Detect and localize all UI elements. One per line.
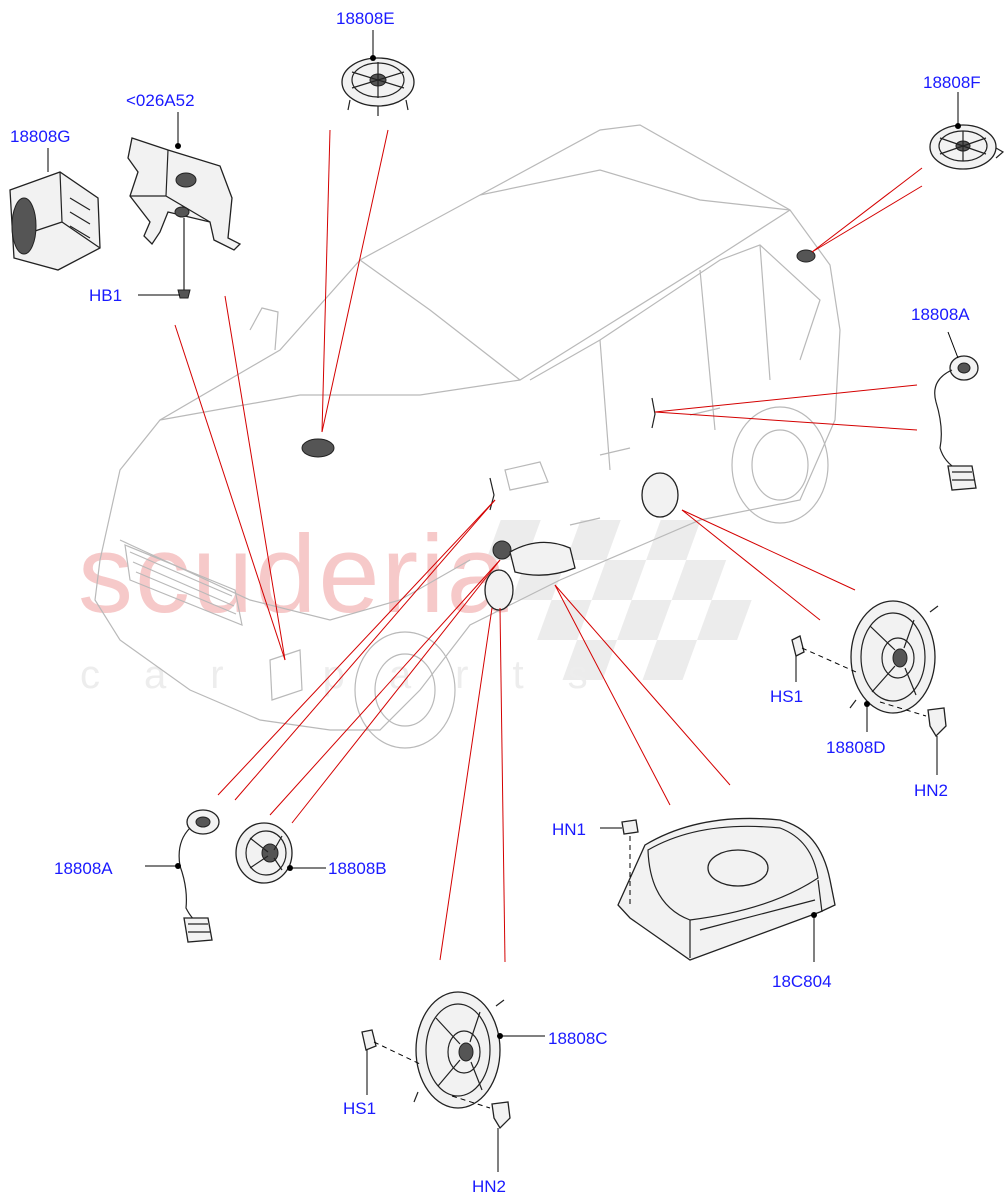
label-18808D: 18808D	[826, 738, 886, 757]
label-HN2-right: HN2	[914, 781, 948, 800]
tweeter-18808A-left	[145, 809, 220, 943]
subwoofer-installed	[509, 541, 576, 576]
label-026A52: <026A52	[126, 91, 195, 110]
tweeter-18808A-right	[934, 331, 979, 491]
watermark-brand: scuderia	[78, 513, 510, 636]
label-HN2-bottom: HN2	[472, 1177, 506, 1196]
label-HS1-right: HS1	[770, 687, 803, 706]
screw-HS1-bottom	[361, 1029, 421, 1095]
vehicle-outline	[94, 124, 841, 749]
nut-HN2-right	[879, 701, 947, 775]
front-door-woofer-installed	[484, 569, 514, 611]
dash-speaker-installed	[301, 438, 335, 458]
callout-dot	[370, 55, 376, 61]
in-vehicle-parts	[301, 249, 816, 611]
label-HN1: HN1	[552, 820, 586, 839]
nut-HN1	[600, 819, 639, 905]
label-18808A-left: 18808A	[54, 859, 113, 878]
leader-lines	[174, 129, 923, 963]
label-18808F: 18808F	[923, 73, 981, 92]
speaker-18808F	[929, 92, 1005, 170]
speaker-18808B	[235, 822, 326, 884]
speaker-18808C	[413, 991, 545, 1109]
label-18808C: 18808C	[548, 1029, 608, 1048]
subwoofer-18C804	[617, 817, 836, 962]
watermark-sub: car parts	[80, 653, 632, 697]
label-HS1-bottom: HS1	[343, 1099, 376, 1118]
front-door-tweeter-installed	[492, 540, 512, 560]
label-18808B: 18808B	[328, 859, 387, 878]
amplifier-18808G	[9, 148, 101, 271]
label-18808G: 18808G	[10, 127, 71, 146]
bracket-026A52	[127, 112, 242, 299]
nut-HN2-bottom	[451, 1095, 511, 1172]
speaker-18808D	[849, 600, 939, 732]
checkered-flag-watermark	[486, 520, 752, 680]
speaker-18808E	[341, 30, 415, 116]
rear-speaker-installed	[796, 249, 816, 263]
label-18808E: 18808E	[336, 9, 395, 28]
rear-door-speaker-installed	[641, 472, 679, 518]
screw-HS1-right	[791, 635, 857, 682]
label-18808A-right: 18808A	[911, 305, 970, 324]
callout-labels: 18808E <026A52 18808G 18808F HB1 18808A …	[10, 9, 981, 1196]
label-HB1: HB1	[89, 286, 122, 305]
label-18C804: 18C804	[772, 972, 832, 991]
watermark: scuderia car parts	[78, 513, 752, 697]
